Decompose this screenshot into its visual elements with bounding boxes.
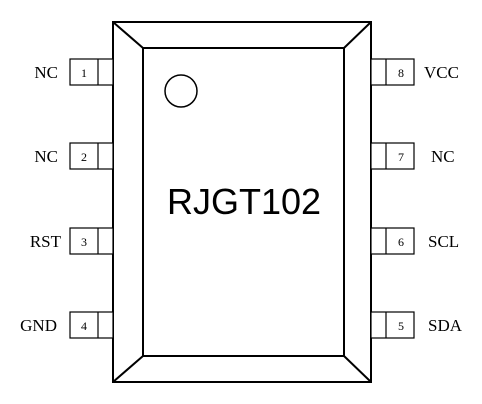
- pin-pad: [370, 227, 415, 255]
- pin-pad: [370, 311, 415, 339]
- bevel-top-left: [112, 21, 144, 49]
- right-pin-6: 6 SCL: [370, 227, 459, 255]
- pin-label: NC: [431, 147, 455, 166]
- pin-label: SCL: [428, 232, 459, 251]
- pin-number: 1: [81, 66, 87, 80]
- right-pin-8: 8 VCC: [370, 58, 459, 86]
- left-pin-1: 1 NC: [34, 58, 114, 86]
- pin-number: 7: [398, 150, 404, 164]
- bevel-bottom-left: [112, 355, 144, 383]
- pin-number: 2: [81, 150, 87, 164]
- pin-number: 5: [398, 319, 404, 333]
- pin-number: 6: [398, 235, 404, 249]
- pin-label: RST: [30, 232, 62, 251]
- pin-pad: [69, 311, 114, 339]
- bevel-top-right: [343, 21, 372, 49]
- pin-label: NC: [34, 63, 58, 82]
- pin-label: NC: [34, 147, 58, 166]
- pin-pad: [69, 227, 114, 255]
- pin-pad: [69, 58, 114, 86]
- pin-label: GND: [20, 316, 57, 335]
- pin-label: SDA: [428, 316, 463, 335]
- right-pin-5: 5 SDA: [370, 311, 463, 339]
- pin-pad: [370, 58, 415, 86]
- chip-package: [112, 21, 372, 383]
- right-pin-7: 7 NC: [370, 142, 455, 170]
- pin-pad: [370, 142, 415, 170]
- package-top-face: [142, 47, 345, 357]
- pin-number: 8: [398, 66, 404, 80]
- left-pin-2: 2 NC: [34, 142, 114, 170]
- pin-number: 4: [81, 319, 87, 333]
- pin-number: 3: [81, 235, 87, 249]
- package-outline: [112, 21, 372, 383]
- pin1-indicator-dot: [164, 74, 198, 108]
- left-pin-3: 3 RST: [30, 227, 114, 255]
- pin-label: VCC: [424, 63, 459, 82]
- left-pin-4: 4 GND: [20, 311, 114, 339]
- bevel-bottom-right: [343, 355, 372, 383]
- pin-pad: [69, 142, 114, 170]
- chip-name: RJGT102: [167, 181, 321, 222]
